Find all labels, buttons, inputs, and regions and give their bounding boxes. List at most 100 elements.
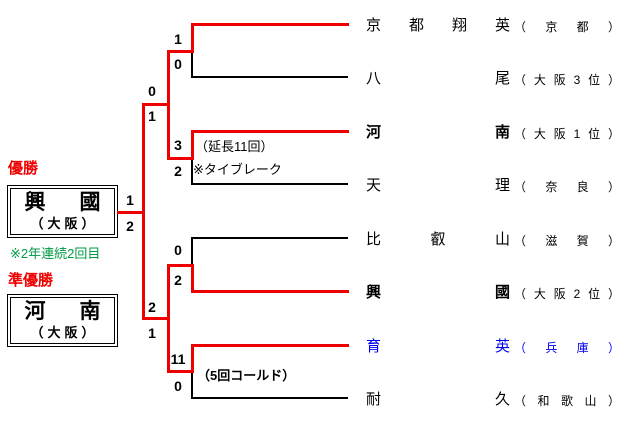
score-label: 2 (174, 272, 182, 288)
bracket-line (141, 316, 170, 320)
team-name: 天理 (366, 175, 510, 197)
bracket-line (166, 369, 194, 373)
match-note: （延長11回） (195, 139, 274, 154)
team-name-char: 尾 (494, 70, 510, 87)
team-affiliation: （京都） (514, 16, 620, 38)
team-name-char: 叡 (430, 231, 446, 248)
team-affiliation-char: ） (607, 394, 620, 408)
team-affiliation-char: （ (514, 127, 527, 141)
team-affiliation-char: 奈 (545, 180, 558, 194)
team-name: 興國 (366, 282, 510, 304)
bracket-line (191, 76, 348, 78)
team-affiliation-char: （ (514, 180, 527, 194)
team-name-char: 英 (494, 338, 510, 355)
team-affiliation-char: 位 (588, 127, 601, 141)
team-affiliation-char: 位 (588, 287, 601, 301)
team-affiliation-char: 3 (573, 73, 581, 87)
team-name-char: 耐 (366, 391, 382, 408)
runner-up-name-char: 河 (24, 300, 46, 323)
team-affiliation-char: （ (514, 394, 527, 408)
runner-up-prefecture-char: 阪 (64, 325, 78, 340)
team-name-char: 天 (366, 177, 382, 194)
score-label: 0 (148, 83, 156, 99)
score-label: 2 (126, 218, 134, 234)
team-affiliation-char: （ (514, 341, 527, 355)
score-label: 1 (148, 325, 156, 341)
team-row: 育英（兵庫） (366, 336, 620, 358)
team-name-char: 理 (494, 177, 510, 194)
team-name: 耐久 (366, 389, 510, 411)
team-name-char: 河 (366, 124, 382, 141)
team-name-char: 八 (366, 70, 382, 87)
bracket-line (190, 289, 349, 293)
champion-streak-note: ※2年連続2回目 (10, 246, 101, 261)
team-affiliation-char: （ (514, 287, 527, 301)
score-label: 1 (148, 108, 156, 124)
bracket-line (190, 22, 349, 26)
bracket-line (116, 210, 145, 214)
team-affiliation-char: 和 (537, 394, 550, 408)
team-name: 八尾 (366, 68, 510, 90)
champion-name: 興國 (25, 191, 101, 215)
team-affiliation-char: ） (607, 20, 620, 34)
team-affiliation-char: 阪 (553, 73, 566, 87)
team-name-char: 都 (408, 17, 424, 34)
team-affiliation-char: 良 (576, 180, 589, 194)
team-affiliation-char: （ (514, 234, 527, 248)
team-name-char: 英 (494, 17, 510, 34)
bracket-line (191, 50, 193, 78)
team-affiliation-char: 阪 (553, 287, 566, 301)
champion-box: 興國 （大阪） (7, 185, 118, 238)
bracket-line (190, 343, 194, 373)
bracket-line (191, 237, 348, 239)
champion-prefecture-char: 大 (47, 216, 61, 231)
bracket-line (190, 263, 194, 293)
bracket-line (191, 397, 348, 399)
team-name: 比叡山 (366, 229, 510, 251)
team-affiliation-char: ） (607, 234, 620, 248)
bracket-line (166, 49, 194, 53)
team-row: 比叡山（滋賀） (366, 229, 620, 251)
team-affiliation-char: 2 (573, 287, 581, 301)
score-label: 2 (148, 299, 156, 315)
team-affiliation-char: ） (607, 127, 620, 141)
bracket-line (190, 129, 349, 133)
champion-prefecture-char: （ (30, 216, 44, 231)
runner-up-name: 河南 (25, 300, 101, 324)
team-affiliation: （ 兵 庫 ） (514, 337, 620, 359)
team-name-char: 南 (494, 124, 510, 141)
team-affiliation-char: 庫 (576, 341, 589, 355)
team-name-char: 久 (494, 391, 510, 408)
team-affiliation-char: 歌 (560, 394, 573, 408)
bracket-line (166, 156, 194, 160)
team-name-char: 興 (366, 284, 382, 301)
team-affiliation-char: 都 (576, 20, 589, 34)
team-affiliation-char: 兵 (545, 341, 558, 355)
runner-up-prefecture-char: ） (81, 325, 95, 340)
match-note: ※タイブレーク (193, 162, 282, 177)
team-affiliation-char: 山 (584, 394, 597, 408)
match-note: （5回コールド） (197, 368, 296, 383)
team-affiliation: （奈良） (514, 176, 620, 198)
team-row: 京都翔英（京都） (366, 15, 620, 37)
team-affiliation: （滋賀） (514, 230, 620, 252)
team-affiliation-char: 滋 (545, 234, 558, 248)
team-name-char: 國 (494, 284, 510, 301)
score-label: 0 (174, 242, 182, 258)
bracket-line (190, 22, 194, 53)
bracket-line (191, 370, 193, 399)
team-affiliation: （ 和歌山 ） (514, 390, 620, 412)
team-affiliation-char: （ (514, 73, 527, 87)
score-label: 11 (170, 351, 186, 367)
team-affiliation-char: ） (607, 287, 620, 301)
runner-up-prefecture-char: 大 (47, 325, 61, 340)
team-affiliation-char: 大 (533, 127, 546, 141)
team-affiliation-char: 京 (545, 20, 558, 34)
team-affiliation-char: ） (607, 341, 620, 355)
team-name-char: 京 (366, 17, 382, 34)
